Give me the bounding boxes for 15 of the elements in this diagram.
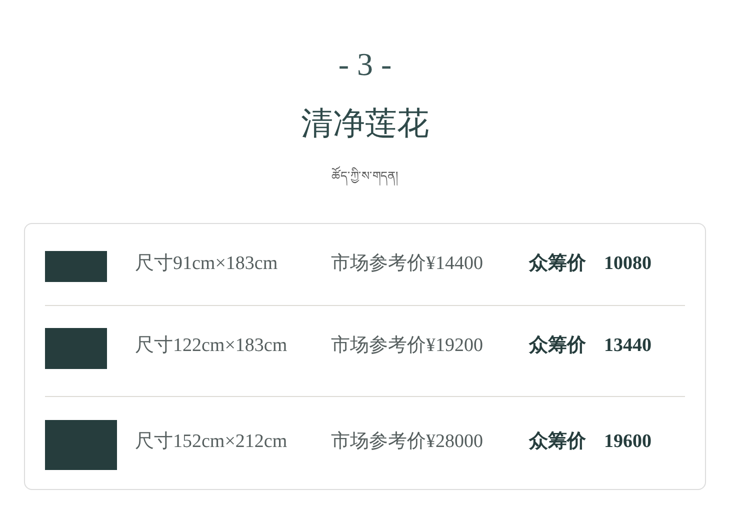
section-number: - 3 - bbox=[337, 46, 393, 83]
crowdfunding-label: 众筹价 bbox=[529, 334, 586, 358]
crowdfunding-label: 众筹价 bbox=[529, 430, 586, 454]
size-text: 尺寸122cm×183cm bbox=[135, 334, 288, 358]
size-text: 尺寸152cm×212cm bbox=[135, 430, 288, 454]
crowdfunding-price: 10080 bbox=[604, 252, 652, 276]
title: 清净莲花 bbox=[300, 104, 430, 143]
subtitle: ཚོད་ཀྱི་ས་གདན། bbox=[0, 162, 730, 196]
size-text: 尺寸91cm×183cm bbox=[135, 252, 278, 276]
crowdfunding-label: 众筹价 bbox=[529, 252, 586, 276]
market-price-text: 市场参考价¥14400 bbox=[331, 252, 483, 276]
crowdfunding-price: 19600 bbox=[604, 430, 652, 454]
market-price-text: 市场参考价¥28000 bbox=[331, 430, 483, 454]
market-price-text: 市场参考价¥19200 bbox=[331, 334, 483, 358]
crowdfunding-price: 13440 bbox=[604, 334, 652, 358]
